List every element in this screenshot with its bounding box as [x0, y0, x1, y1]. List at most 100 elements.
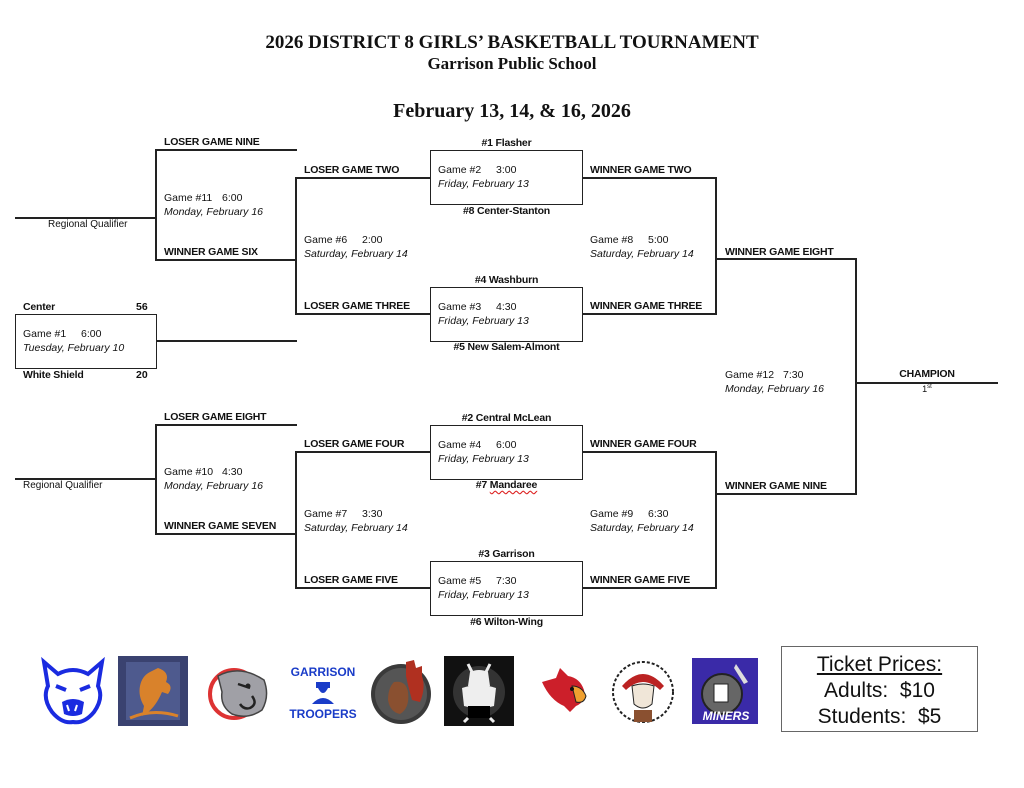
bracket-line: [295, 451, 297, 589]
game4-team-bottom: #7 Mandaree: [430, 479, 583, 491]
bracket-line: [716, 258, 857, 260]
game9-top-slot: WINNER GAME FOUR: [590, 438, 697, 450]
game10-time: 4:30: [222, 466, 243, 478]
game9-bottom-slot: WINNER GAME FIVE: [590, 574, 691, 586]
tournament-dates: February 13, 14, & 16, 2026: [393, 100, 631, 122]
bracket-line: [582, 587, 717, 589]
game11-bottom-slot: WINNER GAME SIX: [164, 246, 258, 258]
bracket-line: [296, 451, 431, 453]
game3-time: 4:30: [496, 301, 517, 313]
game11-top-slot: LOSER GAME NINE: [164, 136, 260, 148]
bracket-line: [155, 424, 157, 535]
game3-team-top: #4 Washburn: [474, 274, 539, 286]
game6-date: Saturday, February 14: [304, 248, 408, 260]
game1-number: Game #1: [23, 328, 67, 340]
bulldog-logo: [204, 656, 274, 726]
game2-box: [430, 150, 583, 205]
game3-number: Game #3: [438, 301, 482, 313]
game3-info: Game #3 4:30 Friday, February 13: [438, 300, 529, 328]
game1-score-bottom: 20: [136, 369, 148, 381]
game1-time: 6:00: [81, 328, 102, 340]
game4-info: Game #4 6:00 Friday, February 13: [438, 438, 529, 466]
game1-box: [15, 314, 157, 369]
champion-place-number: 1: [922, 384, 928, 394]
game7-top-slot: LOSER GAME FOUR: [304, 438, 405, 450]
svg-text:TROOPERS: TROOPERS: [289, 707, 356, 721]
ticket-prices-box: Ticket Prices: Adults: $10 Students: $5: [781, 646, 978, 732]
game9-date: Saturday, February 14: [590, 522, 694, 534]
bracket-line: [296, 587, 431, 589]
game6-top-slot: LOSER GAME TWO: [304, 164, 400, 176]
game5-date: Friday, February 13: [438, 589, 529, 601]
game3-box: [430, 287, 583, 342]
bracket-line: [715, 177, 717, 315]
game2-number: Game #2: [438, 164, 482, 176]
game1-info: Game #1 6:00 Tuesday, February 10: [23, 327, 124, 355]
game2-time: 3:00: [496, 164, 517, 176]
bracket-line: [156, 340, 297, 342]
game8-time: 5:00: [648, 234, 669, 246]
game10-date: Monday, February 16: [164, 480, 264, 492]
bracket-line: [296, 313, 431, 315]
game1-date: Tuesday, February 10: [23, 342, 125, 354]
svg-text:GARRISON: GARRISON: [291, 665, 356, 679]
ticket-prices-heading: Ticket Prices:: [816, 653, 943, 676]
bracket-line: [582, 177, 717, 179]
champion-label: CHAMPION: [899, 368, 955, 380]
warrior-head-logo: [366, 656, 436, 726]
tournament-title: 2026 DISTRICT 8 GIRLS’ BASKETBALL TOURNA…: [265, 32, 759, 53]
game9-time: 6:30: [648, 508, 669, 520]
game7-date: Saturday, February 14: [304, 522, 408, 534]
game9-output-slot: WINNER GAME NINE: [725, 480, 827, 492]
game5-time: 7:30: [496, 575, 517, 587]
bracket-line: [582, 313, 717, 315]
game11-time: 6:00: [222, 192, 243, 204]
bracket-line: [855, 258, 857, 495]
bracket-line: [856, 382, 998, 384]
champion-place: 1st: [856, 384, 998, 394]
miners-logo: MINERS: [690, 656, 760, 726]
game5-team-bottom: #6 Wilton-Wing: [470, 616, 543, 628]
game2-team-bottom: #8 Center-Stanton: [462, 205, 551, 217]
game3-date: Friday, February 13: [438, 315, 529, 327]
game4-number: Game #4: [438, 439, 482, 451]
bracket-line: [716, 493, 857, 495]
game6-bottom-slot: LOSER GAME THREE: [304, 300, 410, 312]
game4-date: Friday, February 13: [438, 453, 529, 465]
bracket-line: [295, 177, 297, 315]
ticket-price-students: Students: $5: [817, 705, 942, 728]
game1-team-top: Center: [23, 301, 56, 313]
game11-output-label: Regional Qualifier: [48, 219, 128, 230]
cardinal-logo: [530, 656, 600, 726]
game5-box: [430, 561, 583, 616]
game9-info: Game #9 6:30 Saturday, February 14: [590, 507, 694, 535]
game7-time: 3:30: [362, 508, 383, 520]
bracket-line: [715, 451, 717, 589]
bracket-line: [156, 424, 297, 426]
bracket-line: [296, 177, 431, 179]
game8-top-slot: WINNER GAME TWO: [590, 164, 692, 176]
game1-team-bottom: White Shield: [23, 369, 84, 381]
game12-date: Monday, February 16: [725, 383, 825, 395]
chief-headdress-logo: [608, 656, 678, 726]
game4-time: 6:00: [496, 439, 517, 451]
game4-team-name: Mandaree: [489, 479, 538, 491]
game11-date: Monday, February 16: [164, 206, 264, 218]
bracket-line: [15, 478, 156, 480]
bracket-line: [155, 149, 157, 261]
game9-number: Game #9: [590, 508, 634, 520]
game2-date: Friday, February 13: [438, 178, 529, 190]
game2-team-top: #1 Flasher: [481, 137, 532, 149]
wildcat-logo: [38, 656, 108, 726]
game10-top-slot: LOSER GAME EIGHT: [164, 411, 267, 423]
bracket-line: [15, 217, 156, 219]
game8-date: Saturday, February 14: [590, 248, 694, 260]
svg-text:MINERS: MINERS: [703, 709, 750, 723]
